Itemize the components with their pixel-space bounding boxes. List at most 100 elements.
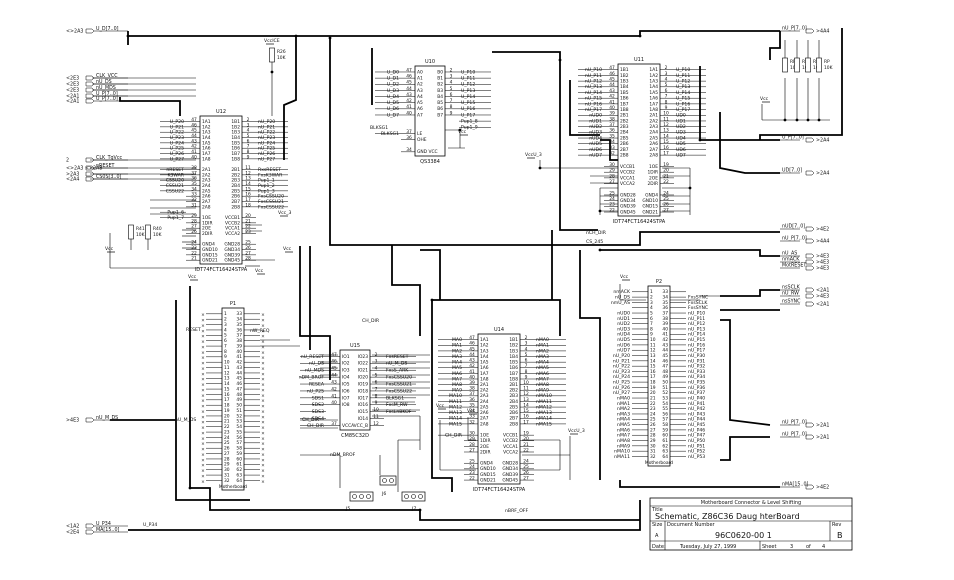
pin-number: 6 [525,358,528,364]
no-connect-mark: × [201,323,205,329]
net-label: nMA0 [617,395,630,401]
pin-number: 27 [191,224,197,230]
net-label: U_P10 [676,67,690,73]
pin-name: VCCA2 [225,231,240,237]
pin-name: VCCA2 [503,449,518,455]
port-ref: >2A4 [816,138,829,144]
pin-name: 1B6 [231,146,240,152]
pin-name: OHE [417,137,427,143]
port-arrow [805,287,815,293]
net-label: nU_P13 [585,84,602,90]
port-arrow [85,176,95,182]
pin-name: 1B2 [620,73,629,79]
pin-number: 22 [469,475,475,481]
pin-number: 19 [663,162,669,168]
pin-name: 1A4 [202,135,211,141]
net-label: J6 [381,491,386,497]
pin-number: 12 [523,391,529,397]
pin-number: 3 [525,341,528,347]
net-label: Pup1_6 [167,210,184,216]
port-ref: <2A1 [816,302,829,308]
port-arrow [805,434,815,440]
pin-name: 1B6 [620,96,629,102]
net-label: nMA3 [617,411,630,417]
jumper [379,475,397,486]
net-label: nU_P51 [688,443,705,449]
net-label: nU_P43 [688,411,705,417]
pin-name: VCCB1 [620,164,635,170]
pin-name: 2A4 [480,399,489,405]
net-label: nU_P15 [688,337,705,343]
pin-name: 1A1 [202,119,211,125]
pin-name: 2B7 [509,416,518,422]
chip-ref: U12 [216,109,226,115]
pin-number: 37 [406,129,412,135]
pin-number: 8 [224,349,227,355]
pin-number: 40 [609,105,615,111]
pin-name: 1A1 [649,67,658,73]
net-label: FxsK3WAR [258,172,283,178]
wire [431,300,453,492]
pin-number: 53 [236,419,242,425]
net-label: nUD7 [589,153,602,159]
pin-number: 22 [523,447,529,453]
pin-number: 10 [224,360,230,366]
net-label: nMA10 [614,449,630,455]
pin-number: 45 [191,128,197,134]
pin-name: 2B6 [620,141,629,147]
wire [127,30,780,37]
pin-number: 13 [663,128,669,134]
no-connect-mark: × [201,361,205,367]
net-label: nU_P10 [585,67,602,73]
net-label: Vcc [760,96,769,102]
pin-number: 9 [450,110,453,116]
pin-name: 2B6 [231,194,240,200]
no-connect-mark: × [261,377,265,383]
no-connect-mark: × [201,355,205,361]
pin-name: 1B8 [620,107,629,113]
pin-number: 12 [245,170,251,176]
net-label: nBRF_OFF [505,508,528,514]
net-label: U_P17 [461,112,475,118]
pin-name: GND28 [620,192,636,198]
chip-part: IDT74FCT16424STPA [473,487,526,493]
no-connect-mark: × [261,479,265,485]
port-name: MA[15..0] [96,527,119,533]
port-arrow [85,93,95,99]
pin-number: 20 [650,390,656,396]
net-label: MA9 [452,388,462,394]
pin-name: 2A5 [649,135,658,141]
pin-name: 1A4 [649,84,658,90]
net-label: U_D3 [387,88,399,94]
pin-name: 2A1 [480,382,489,388]
port-right: nU_P[7..0]>4A4 [780,26,829,35]
pin-name: 2B5 [231,188,240,194]
net-label: nU_P25 [307,388,324,394]
net-label: nUD1 [589,118,602,124]
pin-number: 27 [523,475,529,481]
junction-dot [270,70,274,74]
junction-dot [418,508,422,512]
wire [128,500,641,531]
pin-number: 21 [663,173,669,179]
net-label: UD4 [676,135,686,141]
net-label: MA4 [452,360,462,366]
pin-number: 24 [523,459,529,465]
net-label: nU_P45 [688,422,705,428]
port-name: nmACK [782,257,800,263]
pin-number: 15 [663,139,669,145]
net-label: Pup1_1 [258,178,275,184]
net-label: FxsCSSU22 [258,204,284,210]
net-label: Vcc [467,408,476,414]
pin-number: 64 [236,478,242,484]
pin-name: 2DIR [202,231,213,237]
chip-body [199,115,243,265]
pin-name: 2DIR [480,449,491,455]
resistor-body [805,57,811,73]
net-label: nRESET [166,167,184,173]
pin-name: GND28 [224,242,240,248]
